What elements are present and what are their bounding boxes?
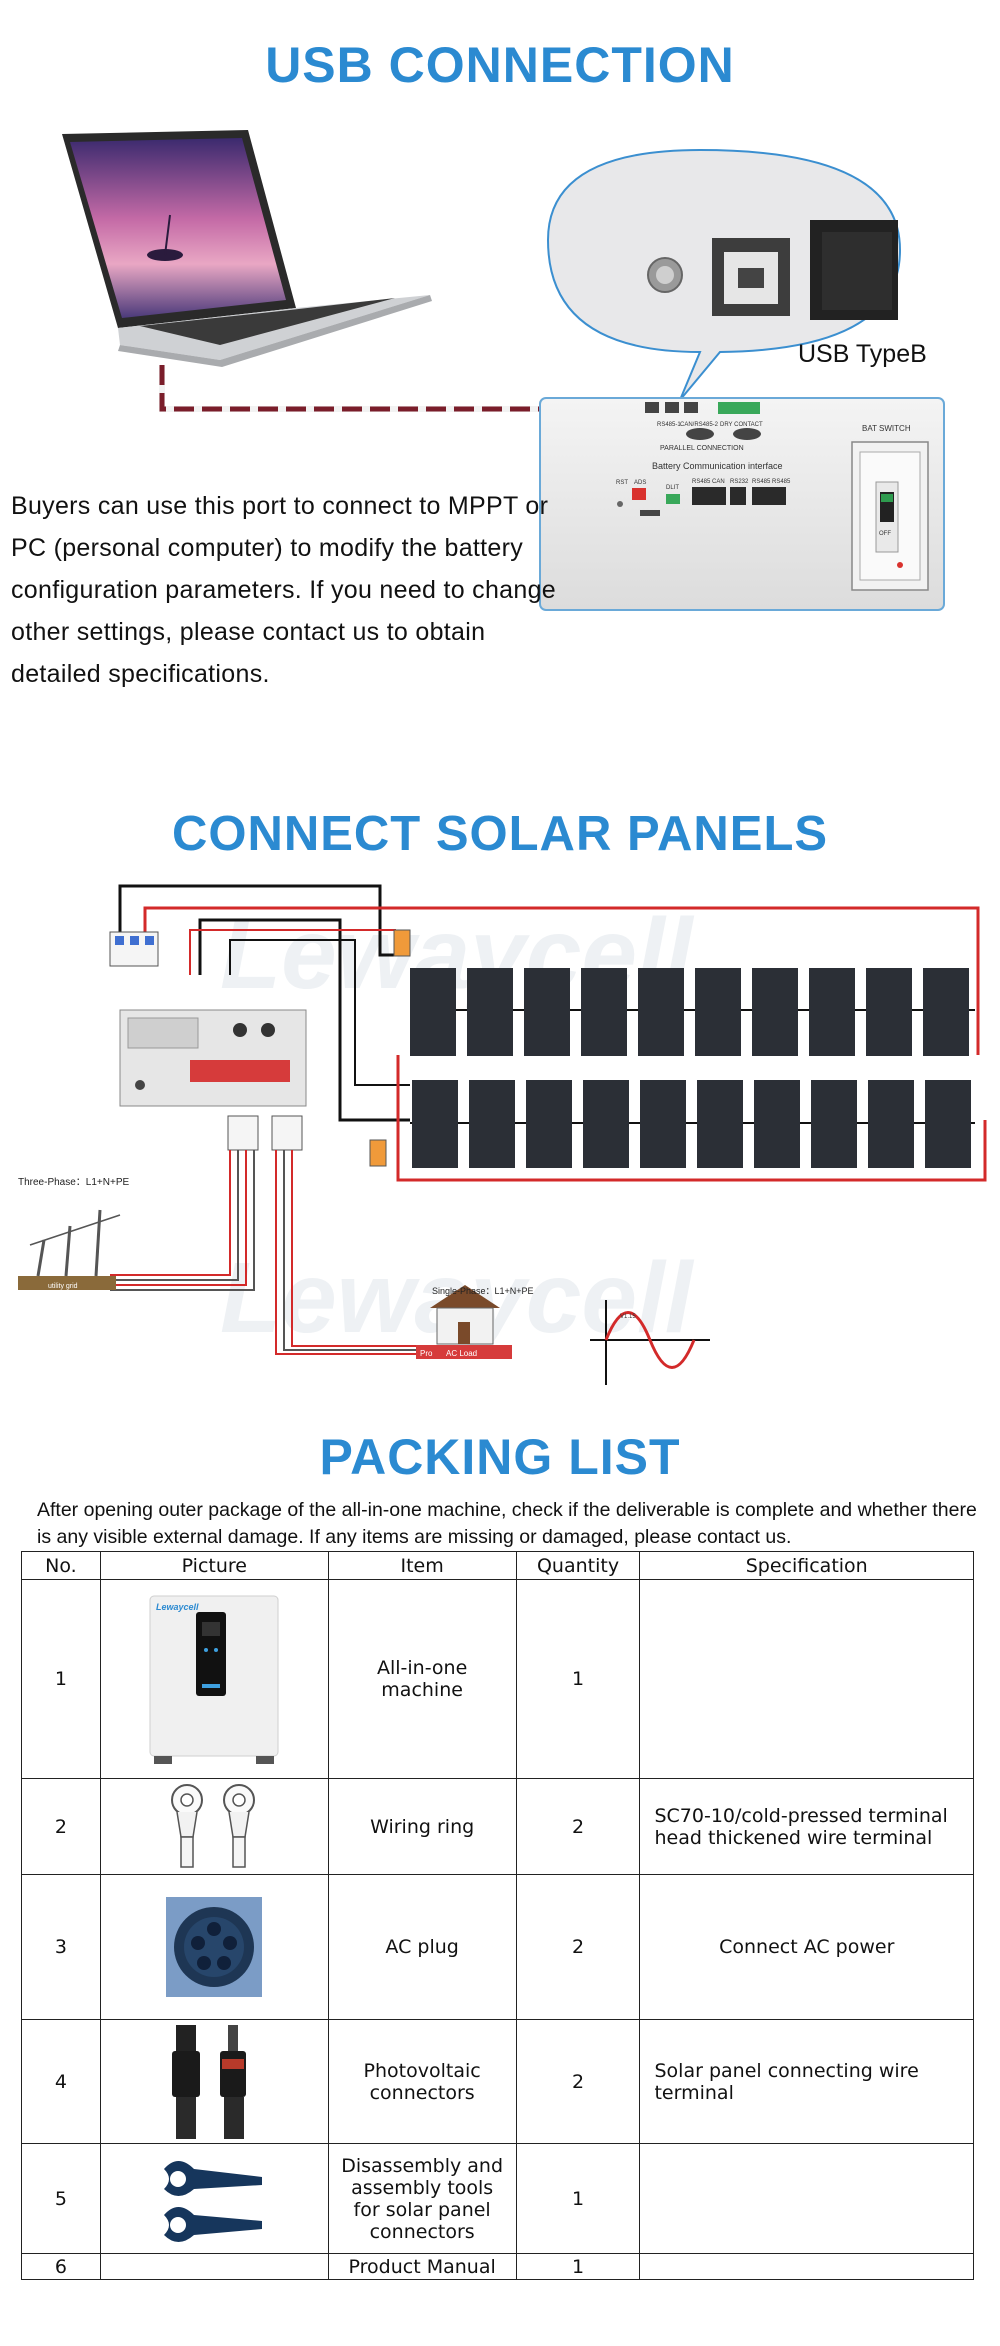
- ac-load-label: AC Load: [446, 1349, 477, 1358]
- solar-panel-row-top: [410, 968, 969, 1056]
- usb-port-zoom-bubble: [546, 148, 902, 401]
- row-picture: [99, 1874, 329, 2020]
- header-picture: Picture: [99, 1551, 329, 1580]
- table-row: 4 Photovoltaic connectors 2 Solar panel …: [21, 2019, 974, 2144]
- panel-port-label-1: RS485-1: [657, 422, 681, 428]
- row-no: 2: [21, 1778, 101, 1875]
- header-item: Item: [327, 1551, 517, 1580]
- row-specification: Connect AC power: [639, 1874, 974, 2020]
- row-no: 4: [21, 2019, 101, 2144]
- house-icon: [430, 1285, 500, 1345]
- header-no: No.: [21, 1551, 101, 1580]
- wiring-ring-image: [171, 1783, 256, 1868]
- row-specification: [639, 2143, 974, 2254]
- table-row: 1 Lewaycell All-in-one machine 1: [21, 1579, 974, 1779]
- utility-grid-icon: [18, 1209, 121, 1290]
- inverter-device: [119, 1009, 307, 1107]
- disassembly-tools-image: [164, 2160, 263, 2242]
- panel-rs485-can-label: RS485 CAN: [692, 479, 725, 485]
- row-picture: [99, 2143, 329, 2254]
- solar-panel-row-bottom: [412, 1080, 971, 1168]
- header-quantity: Quantity: [515, 1551, 641, 1580]
- table-row: 6 Product Manual 1: [21, 2253, 974, 2280]
- packing-section-title: PACKING LIST: [319, 1429, 681, 1485]
- row-picture: Lewaycell: [99, 1579, 329, 1779]
- panel-port-label-3: DRY CONTACT: [720, 422, 763, 428]
- single-phase-label: Single-Phase：L1+N+PE: [432, 1286, 534, 1296]
- solar-section-title: CONNECT SOLAR PANELS: [171, 807, 829, 861]
- table-row: 2 Wiring ring 2 SC70-10/cold-pressed ter…: [21, 1778, 974, 1875]
- solar-wiring-diagram: Lewaycell Lewaycell: [18, 884, 987, 1385]
- row-picture: [99, 1778, 329, 1875]
- machine-brand-label: Lewaycell: [156, 1602, 199, 1612]
- row-picture: [99, 2253, 329, 2280]
- row-quantity: 2: [515, 2019, 641, 2144]
- packing-intro: After opening outer package of the all-i…: [37, 1499, 977, 1548]
- row-item: Product Manual: [327, 2253, 517, 2280]
- header-specification: Specification: [639, 1551, 974, 1580]
- usb-illustration: RS485-1 CAN/RS485-2 DRY CONTACT PARALLEL…: [62, 130, 945, 611]
- bat-switch-label: BAT SWITCH: [862, 424, 911, 433]
- interface-title-label: Battery Communication interface: [652, 461, 783, 471]
- wave-label: V1.15: [620, 1314, 636, 1320]
- photovoltaic-connectors-image: [172, 2024, 247, 2139]
- usb-description: Buyers can use this port to connect to M…: [11, 492, 556, 688]
- panel-rs485-label: RS485 RS485: [752, 479, 791, 485]
- row-no: 5: [21, 2143, 101, 2254]
- row-specification: SC70-10/cold-pressed terminal head thick…: [639, 1778, 974, 1875]
- row-specification: Solar panel connecting wire terminal: [639, 2019, 974, 2144]
- panel-rs232-label: RS232: [730, 479, 749, 485]
- pro-label: Pro: [420, 1349, 433, 1358]
- all-in-one-machine-image: Lewaycell: [149, 1595, 279, 1764]
- row-quantity: 1: [515, 2143, 641, 2254]
- sine-wave-graph: [590, 1300, 710, 1385]
- utility-grid-label: utility grid: [48, 1283, 78, 1290]
- usb-section-title: USB CONNECTION: [265, 37, 735, 93]
- parallel-connection-label: PARALLEL CONNECTION: [660, 445, 744, 452]
- row-item: Wiring ring: [327, 1778, 517, 1875]
- row-item: Photovoltaic connectors: [327, 2019, 517, 2144]
- row-no: 1: [21, 1579, 101, 1779]
- laptop-image: [62, 130, 432, 367]
- table-row: 5 Disassembly and assembly tools for sol…: [21, 2143, 974, 2254]
- battery-communication-panel: RS485-1 CAN/RS485-2 DRY CONTACT PARALLEL…: [539, 397, 945, 611]
- row-no: 6: [21, 2253, 101, 2280]
- row-quantity: 1: [515, 1579, 641, 1779]
- panel-ads-label: ADS: [634, 480, 646, 486]
- three-phase-label: Three-Phase：L1+N+PE: [18, 1177, 130, 1188]
- row-item: AC plug: [327, 1874, 517, 2020]
- row-quantity: 2: [515, 1874, 641, 2020]
- panel-dlit-label: DLIT: [666, 485, 679, 491]
- row-picture: [99, 2019, 329, 2144]
- switch-state-label: OFF: [879, 531, 891, 537]
- row-quantity: 2: [515, 1778, 641, 1875]
- row-item: All-in-one machine: [327, 1579, 517, 1779]
- row-quantity: 1: [515, 2253, 641, 2280]
- row-item: Disassembly and assembly tools for solar…: [327, 2143, 517, 2254]
- panel-port-label-2: CAN/RS485-2: [680, 422, 719, 428]
- panel-rst-label: RST: [616, 480, 628, 486]
- table-row: 3 AC plug 2 Connect AC power: [21, 1874, 974, 2020]
- row-no: 3: [21, 1874, 101, 2020]
- packing-list-table: No. Picture Item Quantity Specification …: [21, 1551, 974, 2280]
- ac-plug-image: [166, 1897, 263, 1997]
- table-header-row: No. Picture Item Quantity Specification: [21, 1551, 974, 1580]
- row-specification: [639, 2253, 974, 2280]
- usb-typeb-label: USB TypeB: [798, 340, 927, 368]
- row-specification: [639, 1579, 974, 1779]
